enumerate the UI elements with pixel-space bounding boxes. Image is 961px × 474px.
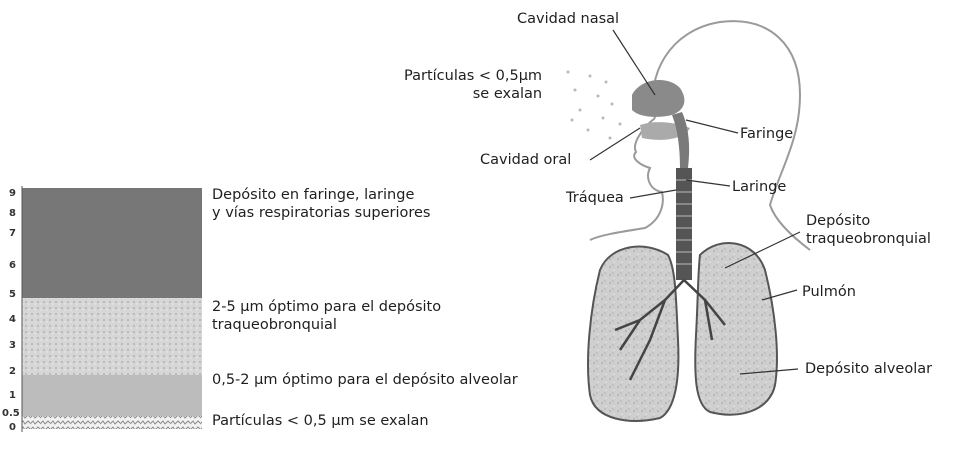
tick-7: 7 bbox=[2, 228, 16, 239]
tick-5: 5 bbox=[2, 289, 16, 300]
tick-3: 3 bbox=[2, 340, 16, 351]
label-cavidad-nasal: Cavidad nasal bbox=[517, 10, 619, 28]
right-lung bbox=[588, 247, 678, 421]
band-upper-airways bbox=[22, 188, 202, 298]
band-label-tracheobronchial: 2-5 µm óptimo para el depósito traqueobr… bbox=[212, 298, 441, 334]
band-exhaled bbox=[22, 416, 202, 429]
tick-0-5: 0.5 bbox=[2, 408, 16, 419]
left-lung bbox=[695, 243, 777, 415]
label-cavidad-oral: Cavidad oral bbox=[480, 151, 571, 169]
tick-4: 4 bbox=[2, 314, 16, 325]
band-label-exhaled: Partículas < 0,5 µm se exalan bbox=[212, 412, 429, 430]
label-deposito-alveolar: Depósito alveolar bbox=[805, 360, 932, 378]
trachea bbox=[676, 168, 692, 280]
label-laringe: Laringe bbox=[732, 178, 786, 196]
tick-2: 2 bbox=[2, 366, 16, 377]
band-label-alveolar: 0,5-2 µm óptimo para el depósito alveola… bbox=[212, 371, 518, 389]
particle-size-scale bbox=[22, 186, 202, 432]
label-deposito-traqueobronquial: Depósito traqueobronquial bbox=[806, 212, 931, 248]
tick-8: 8 bbox=[2, 208, 16, 219]
band-label-upper-airways: Depósito en faringe, laringe y vías resp… bbox=[212, 186, 431, 222]
band-alveolar bbox=[22, 375, 202, 416]
tick-6: 6 bbox=[2, 260, 16, 271]
exhaled-particles bbox=[567, 71, 622, 140]
tick-0: 0 bbox=[2, 422, 16, 433]
label-faringe: Faringe bbox=[740, 125, 793, 143]
label-particulas-exhaladas: Partículas < 0,5µm se exalan bbox=[404, 67, 542, 103]
tick-9: 9 bbox=[2, 188, 16, 199]
label-pulmon: Pulmón bbox=[802, 283, 856, 301]
label-traquea: Tráquea bbox=[566, 189, 624, 207]
tick-1: 1 bbox=[2, 390, 16, 401]
nasal-cavity bbox=[632, 80, 684, 117]
band-tracheobronchial bbox=[22, 298, 202, 375]
